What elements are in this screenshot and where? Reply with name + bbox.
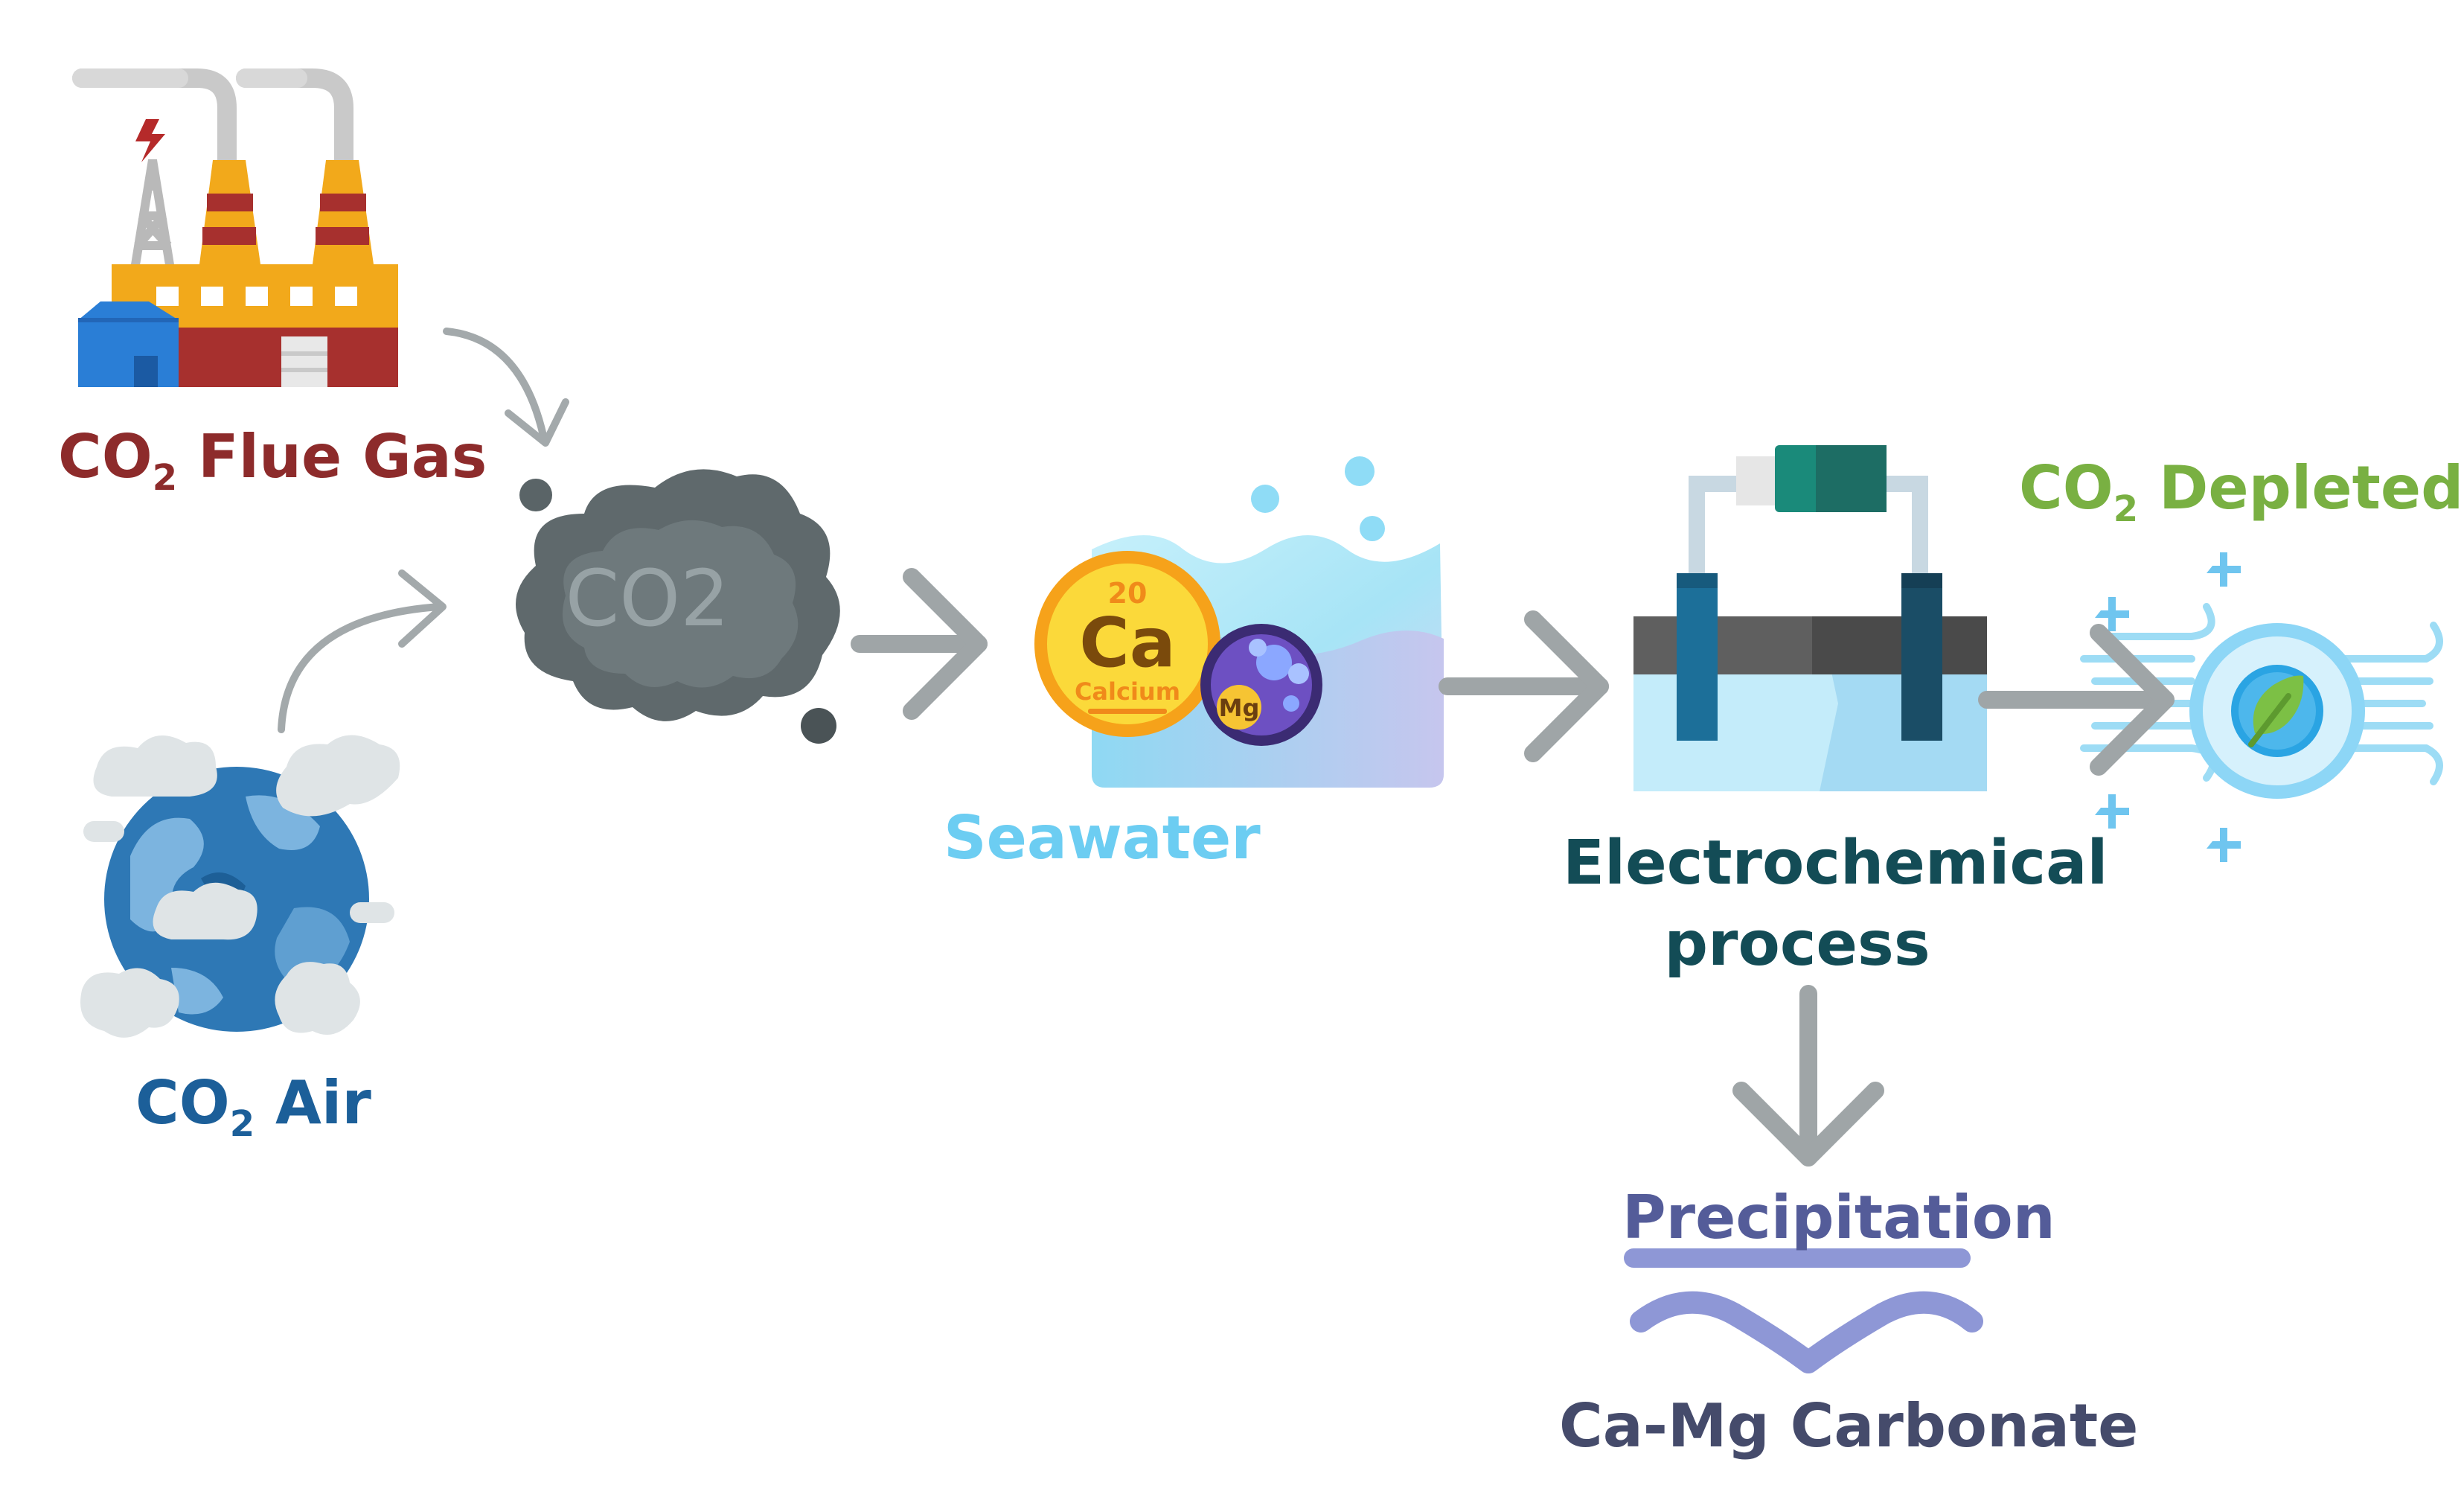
calcium-number: 20 [1108, 577, 1148, 610]
factory-icon [72, 68, 398, 387]
cloud-co2-text: CO2 [566, 553, 730, 644]
flue-gas-subscript: 2 [152, 456, 178, 499]
globe-icon [80, 735, 400, 1038]
air-label: CO2 Air [135, 1068, 371, 1142]
air-subscript: 2 [229, 1102, 255, 1145]
depleted-text: Depleted [2138, 453, 2464, 523]
electrochemical-cell-icon [1633, 445, 1987, 791]
depleted-co2: CO [2019, 453, 2113, 523]
calcium-name: Calcium [1075, 677, 1180, 706]
carbonate-label: Ca-Mg Carbonate [1559, 1391, 2139, 1461]
precipitation-underline [1624, 1248, 1971, 1268]
electrochemical-process-label: Electrochemical process [1563, 828, 2108, 980]
arrow-seawater-to-cell [1439, 610, 1609, 762]
flue-gas-label: CO2 Flue Gas [58, 422, 487, 496]
flue-gas-text: Flue Gas [177, 422, 487, 491]
flue-gas-co2: CO [58, 422, 153, 491]
calcium-coin-icon: 20 Ca Calcium [1034, 551, 1220, 737]
seawater-label: Seawater [944, 803, 1261, 872]
carbonate-brace-icon [1630, 1291, 1983, 1373]
arrow-cell-to-precipitation [1732, 985, 1884, 1167]
air-text: Air [255, 1068, 371, 1137]
depleted-subscript: 2 [2113, 488, 2139, 530]
co2-depleted-label: CO2 Depleted [2019, 453, 2464, 527]
arrow-cell-to-depleted [1978, 624, 2175, 776]
magnesium-coin-icon: Mg [1200, 624, 1322, 746]
calcium-symbol: Ca [1079, 603, 1176, 683]
arrow-flue-to-cloud [443, 328, 569, 447]
arrow-cloud-to-seawater [851, 568, 988, 720]
air-co2: CO [135, 1068, 230, 1137]
arrow-air-to-cloud [278, 569, 447, 733]
precipitation-label: Precipitation [1622, 1183, 2055, 1252]
magnesium-symbol: Mg [1219, 694, 1260, 722]
co2-cloud-icon: CO2 [516, 469, 840, 744]
